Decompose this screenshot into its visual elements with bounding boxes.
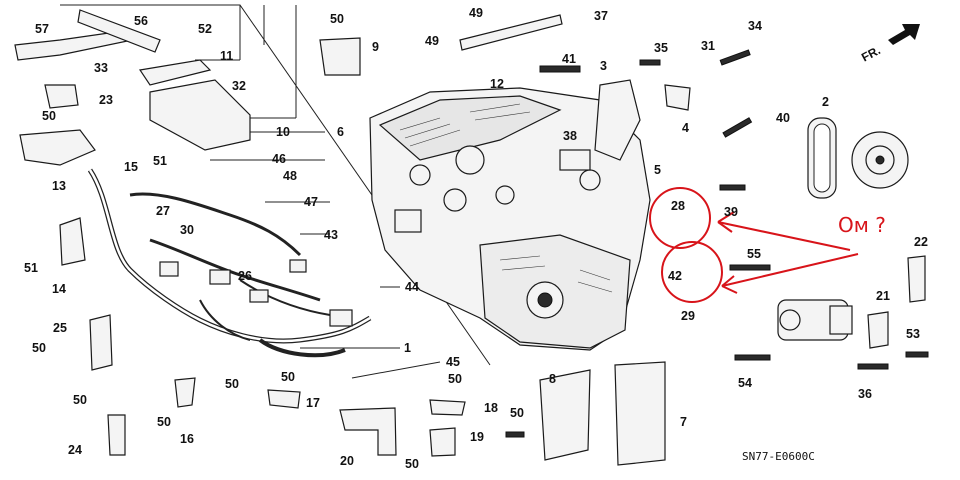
brackets-and-clips [14,9,926,466]
callout-14: 14 [52,282,66,296]
callout-31: 31 [701,39,715,53]
callout-30: 30 [180,223,194,237]
callout-50: 50 [32,341,46,355]
callout-10: 10 [276,125,290,139]
callout-54: 54 [738,376,752,390]
callout-51: 51 [24,261,38,275]
callout-49: 49 [425,34,439,48]
diagram-code: SN77-E0600C [742,450,815,463]
callout-26: 26 [238,269,252,283]
callout-36: 36 [858,387,872,401]
callout-25: 25 [53,321,67,335]
callout-27: 27 [156,204,170,218]
callout-21: 21 [876,289,890,303]
callout-8: 8 [549,372,556,386]
callout-6: 6 [337,125,344,139]
callout-1: 1 [404,341,411,355]
annotation-arrow-upper [717,221,851,251]
callout-23: 23 [99,93,113,107]
callout-55: 55 [747,247,761,261]
callout-32: 32 [232,79,246,93]
callout-33: 33 [94,61,108,75]
engine-assembly [369,87,651,351]
callout-49: 49 [469,6,483,20]
callout-57: 57 [35,22,49,36]
callout-50: 50 [510,406,524,420]
callout-35: 35 [654,41,668,55]
callout-41: 41 [562,52,576,66]
callout-7: 7 [680,415,687,429]
callout-34: 34 [748,19,762,33]
callout-19: 19 [470,430,484,444]
callout-5: 5 [654,163,661,177]
callout-3: 3 [600,59,607,73]
hand-annotation: Ом ? [649,187,886,303]
front-label: FR. [859,43,883,64]
callout-12: 12 [490,77,504,91]
annotation-text: Ом ? [838,213,886,237]
callout-50: 50 [448,372,462,386]
callout-24: 24 [68,443,82,457]
callout-11: 11 [220,49,233,63]
callout-13: 13 [52,179,66,193]
callout-40: 40 [776,111,790,125]
callout-38: 38 [563,129,577,143]
callout-42: 42 [668,269,682,283]
callout-22: 22 [914,235,928,249]
callout-50: 50 [225,377,239,391]
callout-48: 48 [283,169,297,183]
front-direction-indicator: FR. [859,24,920,65]
bolts [505,49,929,438]
alternator [807,117,909,199]
callout-17: 17 [306,396,320,410]
callout-47: 47 [304,195,318,209]
callout-45: 45 [446,355,460,369]
callout-50: 50 [157,415,171,429]
callout-50: 50 [42,109,56,123]
callout-4: 4 [682,121,689,135]
callout-9: 9 [372,40,379,54]
callout-18: 18 [484,401,498,415]
callout-50: 50 [73,393,87,407]
callout-2: 2 [822,95,829,109]
callout-56: 56 [134,14,148,28]
callout-29: 29 [681,309,695,323]
callout-50: 50 [405,457,419,471]
callout-20: 20 [340,454,354,468]
callout-51: 51 [153,154,167,168]
starter-motor [777,299,853,341]
callout-46: 46 [272,152,286,166]
callout-53: 53 [906,327,920,341]
callout-43: 43 [324,228,338,242]
annotation-arrow-lower [721,253,859,287]
annotation-circle-28 [649,187,711,249]
callout-50: 50 [330,12,344,26]
callout-15: 15 [124,160,138,174]
wire-harness [87,168,372,358]
callout-28: 28 [671,199,685,213]
callout-52: 52 [198,22,212,36]
annotation-circle-42 [661,241,723,303]
callout-44: 44 [405,280,419,294]
callout-37: 37 [594,9,608,23]
callout-39: 39 [724,205,738,219]
callout-50: 50 [281,370,295,384]
callout-16: 16 [180,432,194,446]
